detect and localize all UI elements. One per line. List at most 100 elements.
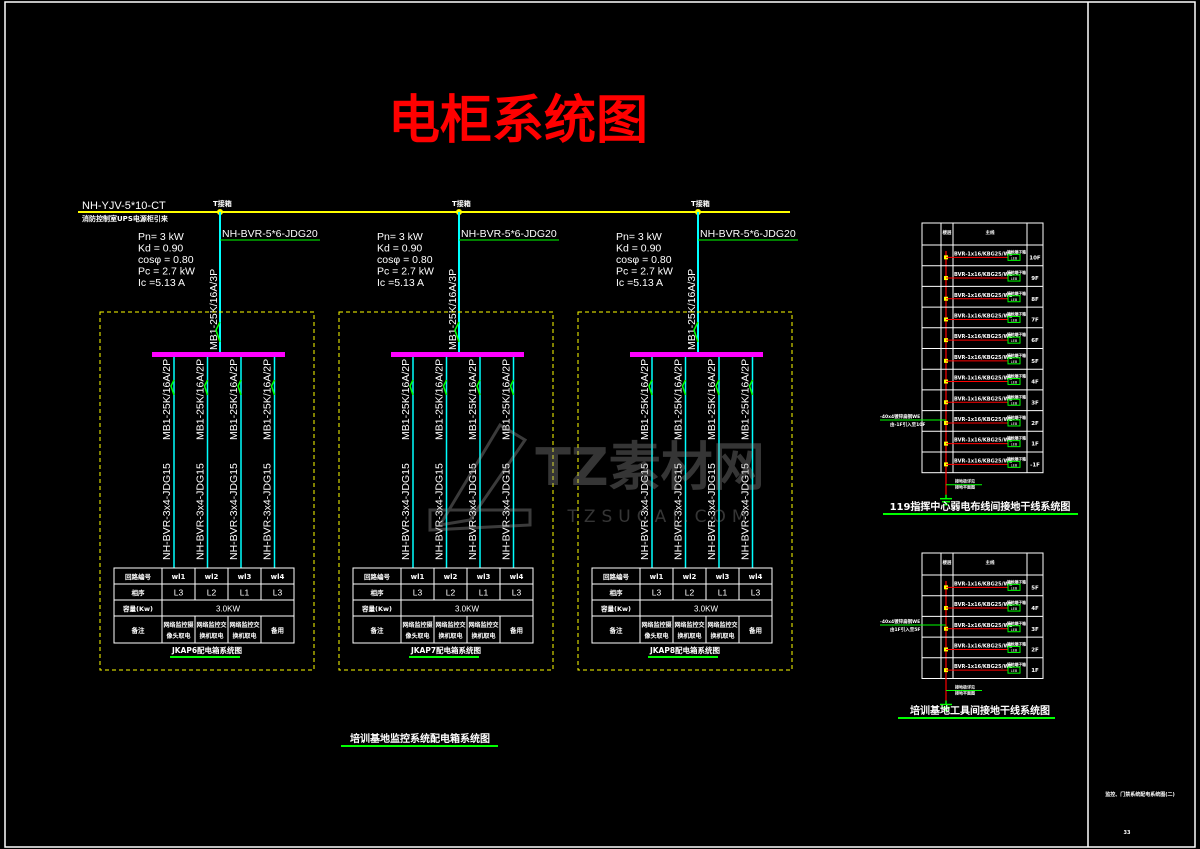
- busbar: [391, 352, 524, 357]
- terminal-box-icon: [1007, 378, 1021, 386]
- circuit-id: wl4: [510, 573, 524, 581]
- floor-cable-label: BVR-1x16/KBG25/WE: [954, 602, 1013, 608]
- floor-terminal-tag: 接地端子箱: [1006, 579, 1026, 584]
- floor-terminal-tag: 接地端子箱: [1006, 641, 1026, 646]
- terminal-box-label: LEB: [1011, 256, 1018, 260]
- circuit-phase: L1: [240, 588, 250, 598]
- floor-label: 3F: [1031, 627, 1039, 633]
- circuit-remark: 像头取电: [405, 632, 429, 640]
- terminal-box-icon: [1007, 419, 1021, 427]
- busbar: [152, 352, 285, 357]
- circuit-breaker-icon: [681, 379, 687, 396]
- earth-ground-icon: [940, 494, 952, 506]
- trunk-label: 由1F引入至5F: [890, 626, 920, 633]
- sheet-number: 33: [1124, 830, 1131, 836]
- circuit-breaker-icon: [270, 379, 276, 396]
- terminal-box-label: LEB: [1011, 277, 1018, 281]
- busbar: [630, 352, 763, 357]
- terminal-box-label: LEB: [1011, 318, 1018, 322]
- terminal-box-icon: [1007, 460, 1021, 468]
- circuit-breaker-icon: [509, 379, 515, 396]
- circuit-phase: L3: [273, 588, 283, 598]
- floor-cable-label: BVR-1x16/KBG25/WE: [954, 355, 1013, 361]
- table-row-label: 容量(Kw): [361, 604, 392, 613]
- main-breaker-icon: [454, 321, 460, 343]
- floor-label: 5F: [1031, 585, 1039, 591]
- terminal-box-label: LEB: [1011, 463, 1018, 467]
- floor-cable-label: BVR-1x16/KBG25/WE: [954, 664, 1013, 670]
- circuit-phase: L1: [718, 588, 728, 598]
- table-row-label: 回路编号: [125, 572, 152, 581]
- terminal-box-icon: [1007, 336, 1021, 344]
- circuit-breaker-label: MB1-25K/16A/2P: [639, 359, 651, 440]
- circuit-phase: L3: [512, 588, 522, 598]
- terminal-box-icon: [1007, 645, 1021, 653]
- tap-label: T接箱: [691, 199, 710, 208]
- floor-cable-label: BVR-1x16/KBG25/WE: [954, 623, 1013, 629]
- circuit-breaker-label: MB1-25K/16A/2P: [467, 359, 479, 440]
- circuit-phase: L2: [207, 588, 217, 598]
- load-calc-line: cosφ = 0.80: [138, 254, 194, 266]
- circuit-id: wl1: [172, 573, 186, 581]
- panel-capacity: 3.0KW: [694, 605, 718, 614]
- earth-note: 接地平面图: [955, 484, 975, 490]
- earth-note: 接地极详见: [955, 684, 975, 690]
- trunk-label: -40x4镀锌扁钢WE: [880, 618, 920, 625]
- table-row-label: 回路编号: [364, 572, 391, 581]
- circuit-breaker-icon: [237, 379, 242, 396]
- main-breaker-label: MB1-25K/16A/3P: [686, 269, 698, 350]
- tap-label: T接箱: [213, 199, 232, 208]
- table-row-label: 回路编号: [603, 572, 630, 581]
- floor-label: 1F: [1031, 442, 1039, 448]
- main-breaker-label: MB1-25K/16A/3P: [208, 269, 220, 350]
- circuit-id: wl3: [238, 573, 252, 581]
- panel-capacity: 3.0KW: [216, 605, 240, 614]
- riser-header-floor: 楼层: [943, 229, 952, 236]
- feeder-source-label: 消防控制室UPS电源柜引来: [82, 214, 169, 223]
- load-calc-line: cosφ = 0.80: [377, 254, 433, 266]
- table-row-label: 相序: [610, 588, 624, 597]
- circuit-phase: L1: [479, 588, 489, 598]
- branch-cable-label: NH-BVR-5*6-JDG20: [700, 228, 796, 240]
- floor-cable-label: BVR-1x16/KBG25/WE: [954, 334, 1013, 340]
- floor-terminal-tag: 接地端子箱: [1006, 456, 1026, 461]
- floor-terminal-tag: 接地端子箱: [1006, 436, 1026, 441]
- circuit-breaker-icon: [442, 379, 448, 396]
- load-calc-line: Ic =5.13 A: [377, 277, 424, 289]
- watermark-logo-icon: [428, 422, 532, 532]
- trunk-label: 由-1F引入至10F: [890, 421, 925, 428]
- load-calc-line: Pn= 3 kW: [138, 231, 184, 243]
- riser-header-main: 主线: [986, 229, 995, 236]
- circuit-id: wl4: [749, 573, 763, 581]
- panel-caption: JKAP7配电箱系统图: [410, 645, 482, 655]
- circuit-breaker-label: MB1-25K/16A/2P: [740, 359, 752, 440]
- drawing-name: 监控、门禁系统配电系统图(二): [1105, 791, 1175, 798]
- floor-terminal-tag: 接地端子箱: [1006, 415, 1026, 420]
- circuit-breaker-label: MB1-25K/16A/2P: [400, 359, 412, 440]
- circuit-remark: 换机取电: [438, 632, 462, 640]
- circuit-remark: 网络监控摄: [641, 621, 672, 629]
- load-calc-line: Pc = 2.7 kW: [377, 266, 434, 278]
- main-breaker-icon: [215, 321, 221, 343]
- terminal-box-label: LEB: [1011, 586, 1018, 590]
- circuit-remark: 网络监控交: [196, 621, 226, 629]
- riser-header-floor: 楼层: [943, 559, 952, 566]
- circuit-cable-label: NH-BVR-3x4-JDG15: [639, 463, 651, 560]
- floor-terminal-tag: 接地端子箱: [1006, 249, 1026, 254]
- load-calc-line: Pn= 3 kW: [377, 231, 423, 243]
- circuit-remark: 网络监控交: [674, 621, 704, 629]
- panel-caption: JKAP8配电箱系统图: [649, 645, 721, 655]
- floor-label: 9F: [1031, 276, 1039, 282]
- table-row-label: 备注: [609, 626, 624, 635]
- earth-note: 接地平面图: [955, 690, 975, 696]
- terminal-box-icon: [1007, 274, 1021, 282]
- circuit-breaker-icon: [170, 379, 175, 396]
- floor-label: -1F: [1030, 462, 1040, 468]
- terminal-box-label: LEB: [1011, 443, 1018, 447]
- circuit-id: wl3: [716, 573, 730, 581]
- floor-label: 2F: [1031, 647, 1039, 653]
- circuit-breaker-icon: [203, 379, 209, 396]
